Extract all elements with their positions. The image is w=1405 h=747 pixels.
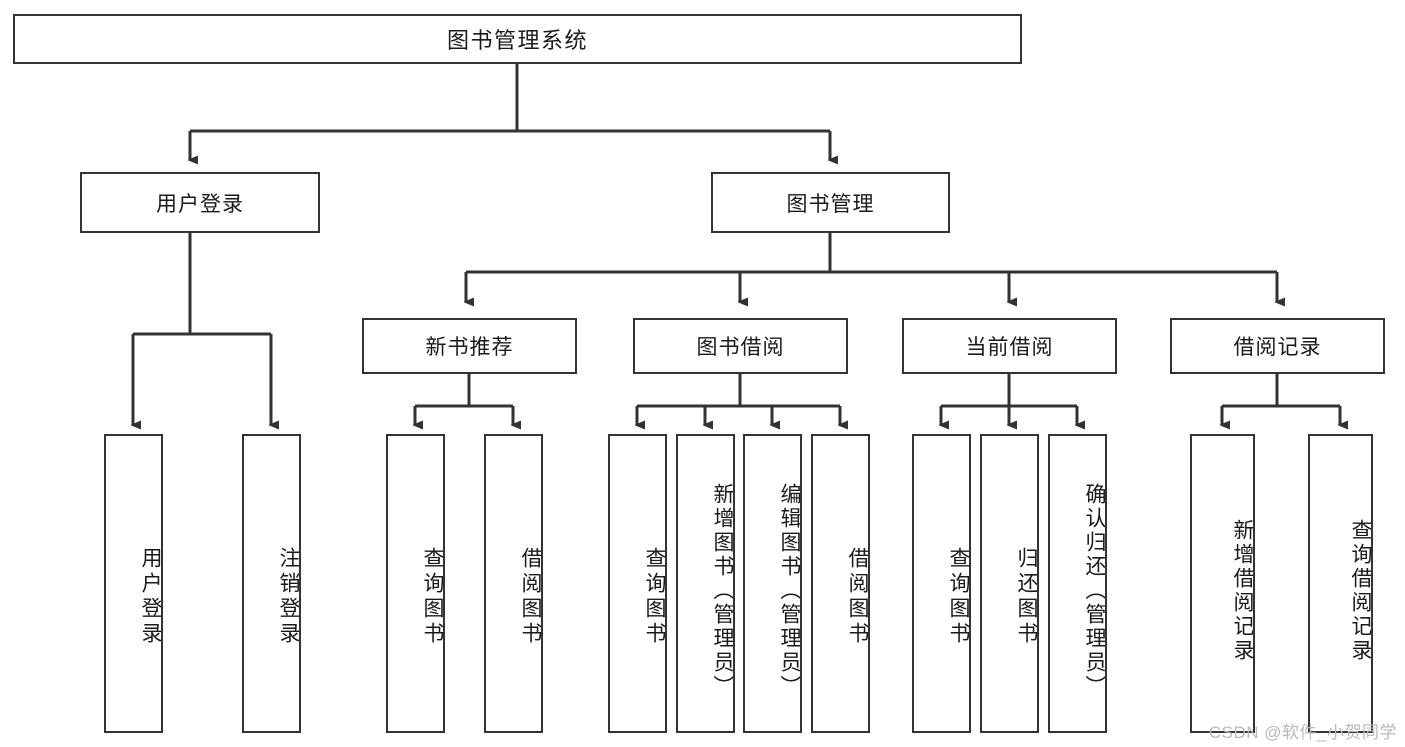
leaf-borrow-book-recommend[interactable]: 借阅图书 — [484, 434, 543, 733]
leaf-query-book-borrow[interactable]: 查询图书 — [608, 434, 667, 733]
leaf-query-book-current[interactable]: 查询图书 — [912, 434, 971, 733]
leaf-edit-book[interactable]: 编辑图书（管理员） — [743, 434, 802, 733]
leaf-query-borrow-record[interactable]: 查询借阅记录 — [1308, 434, 1373, 733]
node-new-book-recommend[interactable]: 新书推荐 — [362, 318, 577, 374]
watermark-text: CSDN @软件_小贺同学 — [1208, 723, 1397, 742]
node-borrow-record[interactable]: 借阅记录 — [1170, 318, 1385, 374]
leaf-return-book[interactable]: 归还图书 — [980, 434, 1039, 733]
leaf-user-login[interactable]: 用户登录 — [104, 434, 163, 733]
leaf-confirm-return[interactable]: 确认归还（管理员） — [1048, 434, 1107, 733]
leaf-add-borrow-record[interactable]: 新增借阅记录 — [1190, 434, 1255, 733]
node-root[interactable]: 图书管理系统 — [13, 14, 1022, 64]
leaf-logout[interactable]: 注销登录 — [242, 434, 301, 733]
node-book-management[interactable]: 图书管理 — [711, 172, 950, 233]
node-current-borrow[interactable]: 当前借阅 — [902, 318, 1117, 374]
node-book-borrow[interactable]: 图书借阅 — [633, 318, 848, 374]
leaf-query-book-recommend[interactable]: 查询图书 — [386, 434, 445, 733]
leaf-add-book[interactable]: 新增图书（管理员） — [676, 434, 735, 733]
leaf-borrow-book[interactable]: 借阅图书 — [811, 434, 870, 733]
node-user-login[interactable]: 用户登录 — [80, 172, 320, 233]
